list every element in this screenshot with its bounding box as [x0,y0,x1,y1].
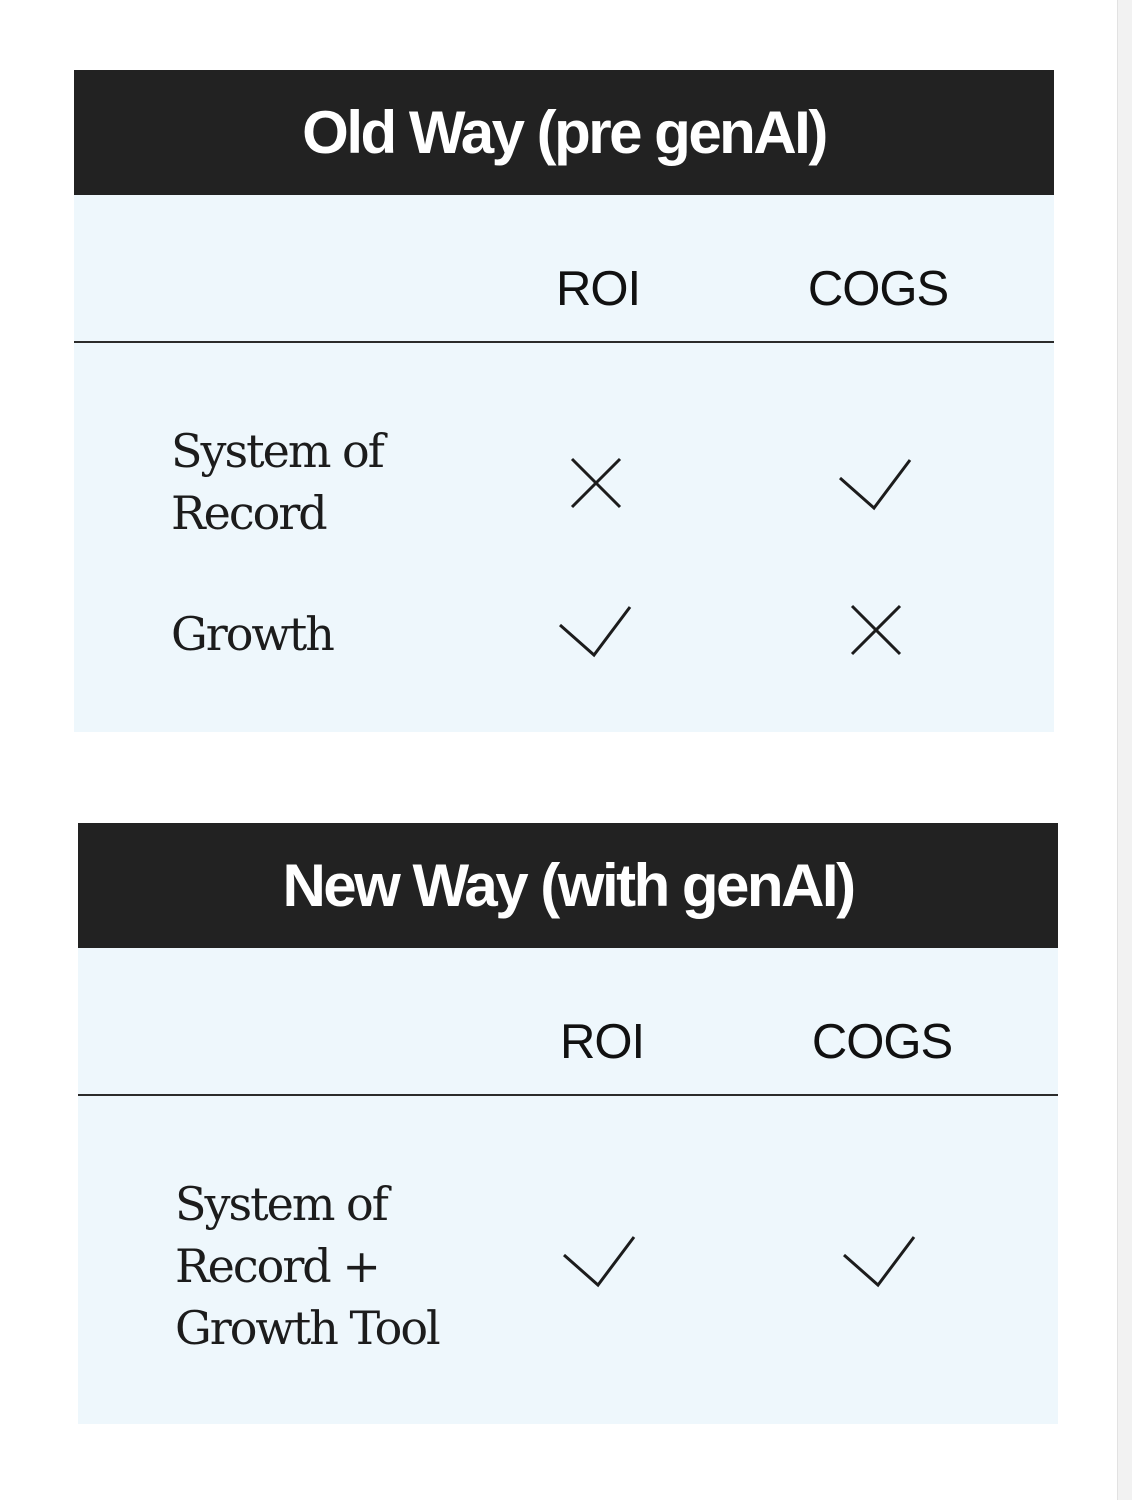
row-label-line: Growth Tool [175,1301,441,1355]
row-label: System of Record [171,420,385,544]
old-way-title: Old Way (pre genAI) [74,70,1054,195]
check-icon [836,456,916,516]
row-label-line: Growth [171,607,335,661]
row-label-line: System of [175,1177,389,1231]
check-icon [560,1233,640,1293]
row-label: Growth [171,603,335,665]
column-header-row: ROI COGS [74,195,1054,343]
page-edge [1117,0,1132,1500]
old-way-panel: Old Way (pre genAI) ROI COGS System of R… [74,70,1054,732]
column-header-row: ROI COGS [78,948,1058,1096]
row-label-line: Record [171,486,328,540]
cross-icon [556,456,636,516]
column-header-roi: ROI [559,1015,645,1069]
cross-icon [836,603,916,663]
table-row-system-of-record: System of Record [74,420,1054,550]
row-label: System of Record + Growth Tool [175,1173,441,1359]
check-icon [556,603,636,663]
check-icon [840,1233,920,1293]
old-way-table: ROI COGS System of Record Growth [74,195,1054,732]
new-way-title: New Way (with genAI) [78,823,1058,948]
row-label-line: Record + [175,1239,381,1293]
column-header-cogs: COGS [811,1015,953,1069]
column-header-roi: ROI [555,262,641,316]
column-header-cogs: COGS [807,262,949,316]
row-label-line: System of [171,424,385,478]
table-row-system-of-record-growth-tool: System of Record + Growth Tool [78,1173,1058,1363]
table-row-growth: Growth [74,603,1054,673]
new-way-panel: New Way (with genAI) ROI COGS System of … [78,823,1058,1424]
new-way-table: ROI COGS System of Record + Growth Tool [78,948,1058,1424]
